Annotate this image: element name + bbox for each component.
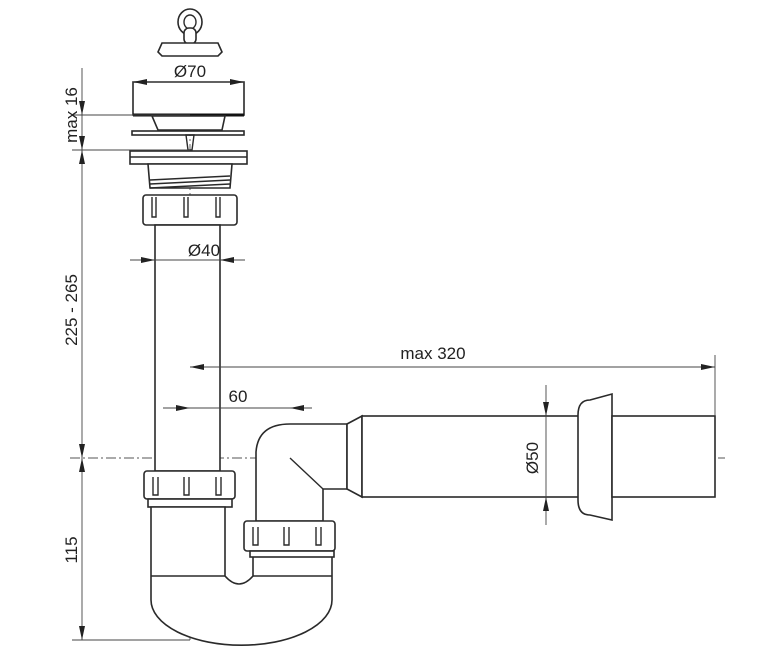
upper-nut bbox=[142, 194, 238, 226]
vertical-pipe bbox=[154, 224, 221, 472]
dim-stopper-diameter: Ø70 bbox=[174, 62, 206, 81]
lower-nut-right bbox=[243, 520, 336, 558]
dim-pipe-diameter: Ø40 bbox=[188, 241, 220, 260]
u-trap bbox=[150, 506, 333, 647]
dim-max-length: max 320 bbox=[400, 344, 465, 363]
outlet-pipe bbox=[361, 392, 716, 522]
dim-height-range: 225 - 265 bbox=[62, 274, 81, 346]
dim-trap-height: 115 bbox=[62, 536, 81, 563]
dim-offset: 60 bbox=[229, 387, 248, 406]
dim-outlet-diameter: Ø50 bbox=[523, 442, 542, 474]
elbow bbox=[255, 414, 363, 522]
dim-max-thickness: max 16 bbox=[62, 87, 81, 143]
lower-nut-left bbox=[143, 470, 236, 508]
stopper bbox=[157, 8, 223, 57]
drain-flange bbox=[129, 81, 248, 189]
